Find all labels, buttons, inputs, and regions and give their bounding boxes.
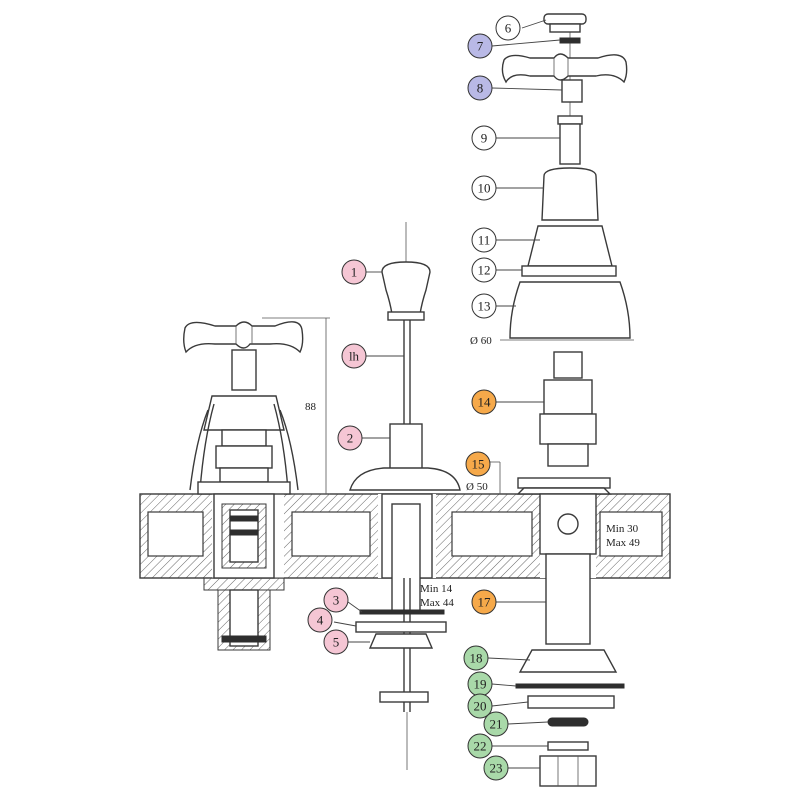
callout-15-label: 15	[472, 457, 485, 472]
dim-min30: Min 30	[606, 523, 639, 535]
callout-23-label: 23	[490, 761, 503, 776]
callout-1-label: 1	[351, 265, 358, 280]
callout-22-label: 22	[474, 739, 487, 754]
callout-8-circle	[467, 75, 493, 101]
callout-17-circle	[471, 589, 497, 615]
callout-6-label: 6	[505, 21, 512, 36]
callout-4-circle	[307, 607, 333, 633]
callout-3-circle	[323, 587, 349, 613]
callout-1-circle	[341, 259, 367, 285]
callout-11-label: 11	[478, 233, 491, 248]
assembled-tap-left	[183, 321, 304, 651]
callout-4-label: 4	[317, 613, 324, 628]
dim-max49: Max 49	[606, 537, 640, 549]
callout-7-label: 7	[477, 39, 484, 54]
callout-20-circle	[467, 693, 493, 719]
height-dimension: 88	[262, 317, 330, 495]
callout-7-circle	[467, 33, 493, 59]
dim-dia60: Ø 60	[470, 335, 492, 347]
popup-waste-center: Min 14 Max 44	[349, 222, 461, 770]
callout-2-circle	[337, 425, 363, 451]
callout-14-circle	[471, 389, 497, 415]
callout-3-label: 3	[333, 593, 340, 608]
dim-dia50: Ø 50	[466, 481, 488, 493]
callout-11-circle	[471, 227, 497, 253]
callout-9-circle	[471, 125, 497, 151]
dim-max44: Max 44	[420, 597, 454, 609]
callout-13-circle	[471, 293, 497, 319]
callout-21-label: 21	[490, 717, 503, 732]
callout-21-circle	[483, 711, 509, 737]
callout-6-circle	[495, 15, 521, 41]
dim-88: 88	[305, 401, 317, 413]
callout-12-circle	[471, 257, 497, 283]
callout-12-label: 12	[478, 263, 491, 278]
callout-5-circle	[323, 629, 349, 655]
callout-13-label: 13	[478, 299, 491, 314]
callout-18-label: 18	[470, 651, 483, 666]
callout-10-label: 10	[478, 181, 491, 196]
callout-18-circle	[463, 645, 489, 671]
callout-20-label: 20	[474, 699, 487, 714]
callout-9-label: 9	[481, 131, 488, 146]
callout-bubbles: 1 lh 2 3 4 5 6 7 8 9 10 11 12 13 14 15 1	[307, 15, 521, 781]
callout-8-label: 8	[477, 81, 484, 96]
callout-lh-circle	[341, 343, 367, 369]
exploded-tap-right: Ø 60 Ø 50 Min 30 Max 49	[466, 13, 640, 787]
callout-lh-label: lh	[349, 349, 360, 364]
callout-22-circle	[467, 733, 493, 759]
callout-14-label: 14	[478, 395, 492, 410]
callout-17-label: 17	[478, 595, 492, 610]
callout-2-label: 2	[347, 431, 354, 446]
callout-5-label: 5	[333, 635, 340, 650]
callout-19-label: 19	[474, 677, 487, 692]
dim-min14: Min 14	[420, 583, 453, 595]
callout-15-circle	[465, 451, 491, 477]
callout-leaders	[333, 19, 563, 769]
callout-10-circle	[471, 175, 497, 201]
callout-23-circle	[483, 755, 509, 781]
